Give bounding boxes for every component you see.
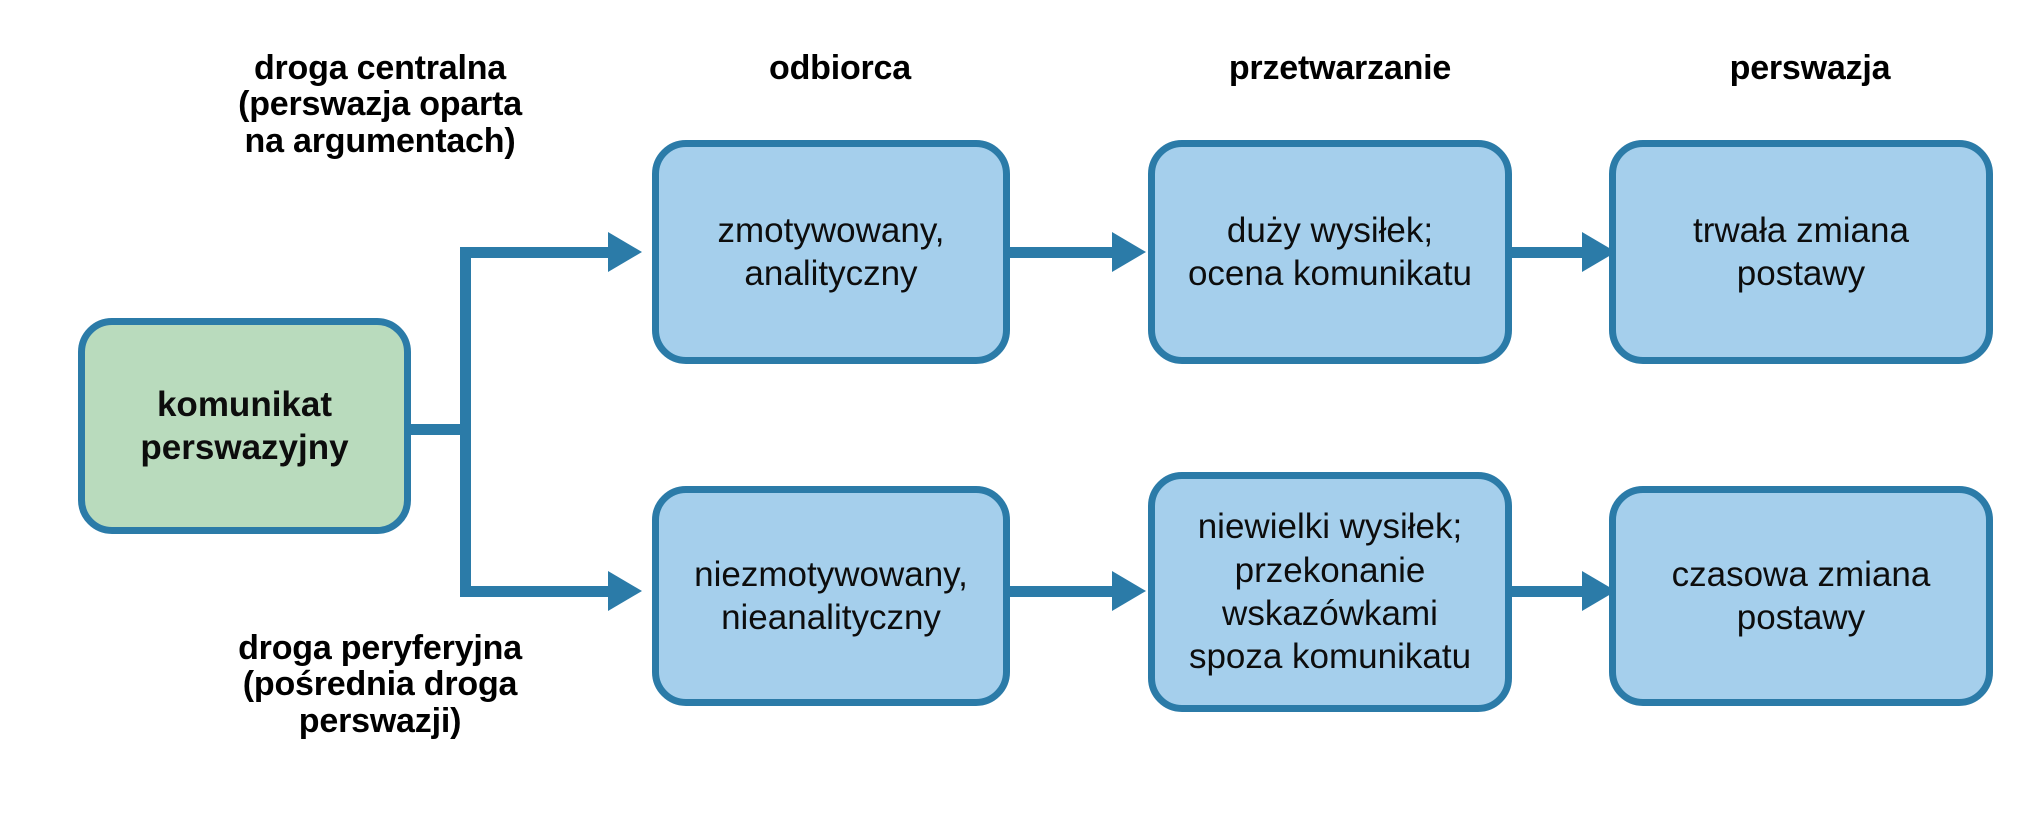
node-peripheral-processing[interactable]: niewielki wysiłek; przekonanie wskazówka… — [1148, 472, 1512, 712]
path-heading-central: droga centralna (perswazja oparta na arg… — [238, 49, 522, 160]
node-peripheral-persuasion[interactable]: czasowa zmiana postawy — [1609, 486, 1993, 706]
column-header-odbiorca: odbiorca — [769, 49, 911, 87]
arrowhead-peripheral-receiver-to-processing — [1112, 571, 1146, 611]
node-central-receiver[interactable]: zmotywowany, analityczny — [652, 140, 1010, 364]
connector-central-processing-to-persuasion — [1508, 247, 1598, 258]
node-komunikat-perswazyjny[interactable]: komunikat perswazyjny — [78, 318, 411, 534]
arrowhead-central-receiver-to-processing — [1112, 232, 1146, 272]
arrowhead-source-to-central-receiver — [608, 232, 642, 272]
column-header-perswazja: perswazja — [1729, 49, 1891, 87]
node-peripheral-receiver[interactable]: niezmotywowany, nieanalityczny — [652, 486, 1010, 706]
connector-central-receiver-to-processing — [1006, 247, 1116, 258]
connector-peripheral-processing-to-persuasion — [1508, 586, 1598, 597]
connector-source-stub — [405, 424, 471, 435]
connector-branch-top-arm — [460, 247, 610, 258]
path-heading-peripheral: droga peryferyjna (pośrednia droga persw… — [238, 629, 522, 740]
node-central-persuasion[interactable]: trwała zmiana postawy — [1609, 140, 1993, 364]
column-header-przetwarzanie: przetwarzanie — [1228, 49, 1452, 87]
arrowhead-source-to-peripheral-receiver — [608, 571, 642, 611]
connector-branch-trunk — [460, 247, 471, 597]
connector-branch-bottom-arm — [460, 586, 610, 597]
connector-peripheral-receiver-to-processing — [1006, 586, 1116, 597]
node-central-processing[interactable]: duży wysiłek; ocena komunikatu — [1148, 140, 1512, 364]
